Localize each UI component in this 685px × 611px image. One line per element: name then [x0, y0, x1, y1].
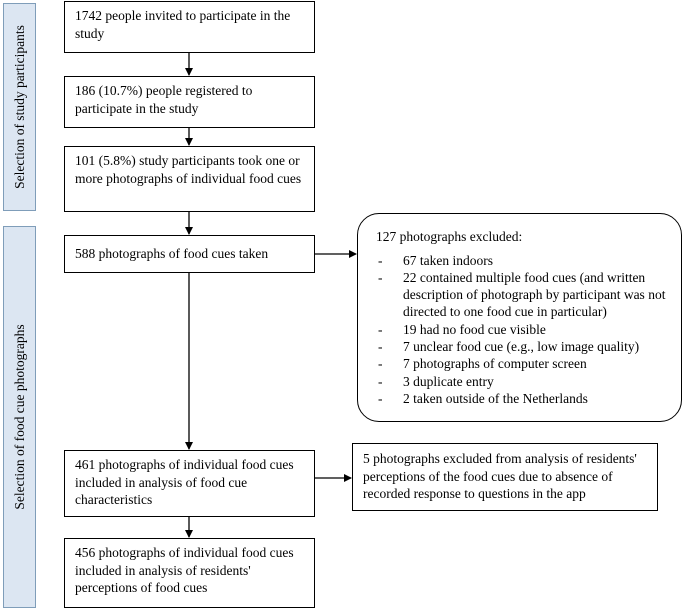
bullet-dash: - — [378, 321, 383, 337]
bullet-dash: - — [378, 390, 383, 406]
excluded-item: - 67 taken indoors — [372, 252, 667, 269]
box-included-perceptions: 456 photographs of individual food cues … — [64, 538, 315, 608]
bullet-dash: - — [378, 269, 383, 285]
bullet-dash: - — [378, 338, 383, 354]
section-label-photographs: Selection of food cue photographs — [3, 226, 36, 608]
box-invited-text: 1742 people invited to participate in th… — [75, 8, 291, 41]
excluded-item-text: 67 taken indoors — [403, 252, 493, 268]
excluded-item: - 7 photographs of computer screen — [372, 355, 667, 372]
box-included-characteristics: 461 photographs of individual food cues … — [64, 450, 315, 517]
excluded-title: 127 photographs excluded: — [376, 229, 523, 244]
excluded-item: - 7 unclear food cue (e.g., low image qua… — [372, 338, 667, 355]
box-included-perceptions-text: 456 photographs of individual food cues … — [75, 545, 294, 595]
excluded-item-text: 22 contained multiple food cues (and wri… — [403, 269, 666, 320]
box-invited: 1742 people invited to participate in th… — [64, 1, 315, 53]
box-photos-taken-text: 588 photographs of food cues taken — [75, 246, 269, 261]
box-photos-taken: 588 photographs of food cues taken — [64, 235, 315, 273]
excluded-item-text: 19 had no food cue visible — [403, 321, 546, 337]
box-included-characteristics-text: 461 photographs of individual food cues … — [75, 457, 294, 507]
box-excluded-perceptions-text: 5 photographs excluded from analysis of … — [363, 451, 637, 501]
excluded-item-text: 3 duplicate entry — [403, 373, 494, 389]
bullet-dash: - — [378, 252, 383, 268]
excluded-item-text: 7 photographs of computer screen — [403, 356, 587, 372]
excluded-item-text: 2 taken outside of the Netherlands — [403, 390, 588, 406]
excluded-item: - 3 duplicate entry — [372, 373, 667, 390]
box-registered-text: 186 (10.7%) people registered to partici… — [75, 83, 253, 116]
box-excluded-photos: 127 photographs excluded: - 67 taken indo… — [357, 213, 682, 422]
section-label-participants: Selection of study participants — [3, 3, 36, 211]
excluded-item: - 2 taken outside of the Netherlands — [372, 390, 667, 407]
box-participants: 101 (5.8%) study participants took one o… — [64, 146, 315, 212]
excluded-list: - 67 taken indoors - 22 contained multiple… — [372, 252, 667, 408]
bullet-dash: - — [378, 356, 383, 372]
excluded-item-text: 7 unclear food cue (e.g., low image qual… — [403, 338, 640, 354]
box-registered: 186 (10.7%) people registered to partici… — [64, 76, 315, 128]
excluded-item: - 19 had no food cue visible — [372, 321, 667, 338]
excluded-item: - 22 contained multiple food cues (and wr… — [372, 269, 667, 321]
bullet-dash: - — [378, 373, 383, 389]
box-excluded-perceptions: 5 photographs excluded from analysis of … — [352, 443, 658, 511]
box-participants-text: 101 (5.8%) study participants took one o… — [75, 153, 302, 186]
